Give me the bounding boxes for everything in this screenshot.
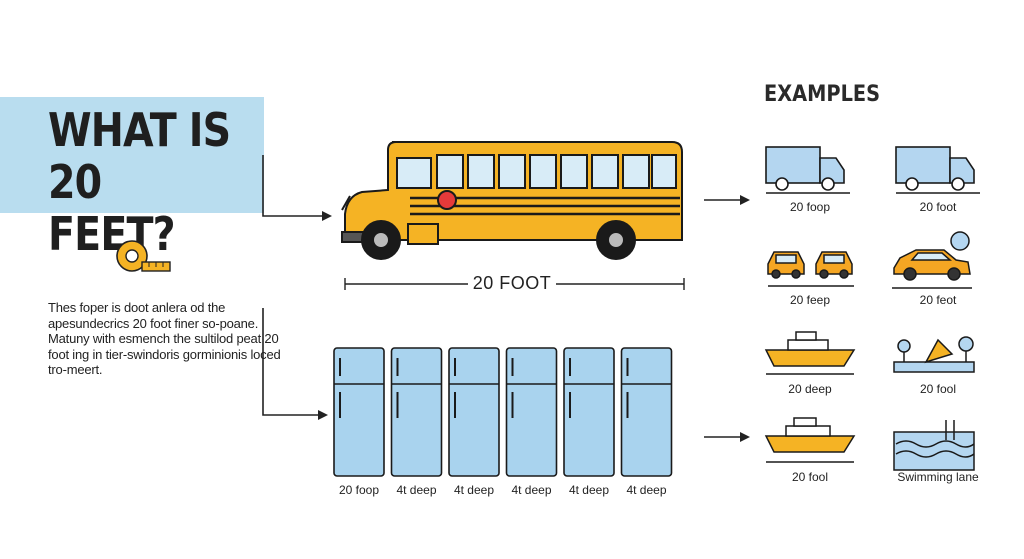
title-band bbox=[0, 97, 264, 213]
fridge-label: 4t deep bbox=[568, 483, 610, 497]
playground-icon bbox=[893, 336, 975, 373]
tape-measure-icon bbox=[116, 240, 171, 272]
example-label: 20 foop bbox=[789, 200, 831, 214]
truck-icon bbox=[895, 146, 980, 194]
fridge-icon bbox=[563, 347, 615, 477]
fridge-label: 4t deep bbox=[511, 483, 552, 497]
description-text: Thes foper is doot anlera od the apesund… bbox=[48, 300, 281, 377]
connector-to-bus bbox=[262, 155, 322, 217]
example-label: 20 deep bbox=[788, 382, 832, 396]
fridge-label: 4t deep bbox=[453, 483, 495, 497]
fridge-label: 4t deep bbox=[396, 483, 437, 497]
example-label: 20 fool bbox=[791, 470, 829, 484]
connector-to-fridges bbox=[262, 308, 318, 416]
example-label: Swimming lane bbox=[897, 470, 979, 484]
fridge-label: 4t deep bbox=[626, 483, 667, 497]
fridge-icon bbox=[333, 347, 385, 477]
fridge-row bbox=[333, 347, 673, 477]
bus-dimension-line bbox=[344, 278, 685, 290]
fridge-icon bbox=[390, 347, 443, 477]
arrow-head-examples-top bbox=[740, 195, 750, 205]
example-label: 20 feep bbox=[789, 293, 831, 307]
fridge-icon bbox=[505, 347, 558, 477]
examples-heading: EXAMPLES bbox=[764, 82, 881, 107]
example-label: 20 feot bbox=[919, 293, 957, 307]
truck-icon bbox=[765, 146, 850, 194]
car-icon bbox=[892, 231, 972, 289]
example-label: 20 fool bbox=[919, 382, 957, 396]
example-label: 20 foot bbox=[919, 200, 957, 214]
fridge-icon bbox=[448, 347, 500, 477]
boat-icon bbox=[764, 417, 856, 463]
arrow-head-fridges bbox=[318, 410, 328, 420]
page-title: WHAT IS 20 FEET? bbox=[48, 103, 231, 261]
boat-icon bbox=[764, 331, 856, 375]
fridge-icon bbox=[620, 347, 673, 477]
swimming-pool-icon bbox=[893, 420, 975, 471]
two-cars-icon bbox=[767, 251, 854, 287]
arrow-head-bus bbox=[322, 211, 332, 221]
arrow-head-examples-bottom bbox=[740, 432, 750, 442]
fridge-label: 20 foop bbox=[338, 483, 380, 497]
school-bus-icon bbox=[341, 141, 683, 260]
bus-dimension-label: 20 FOOT bbox=[472, 273, 552, 293]
